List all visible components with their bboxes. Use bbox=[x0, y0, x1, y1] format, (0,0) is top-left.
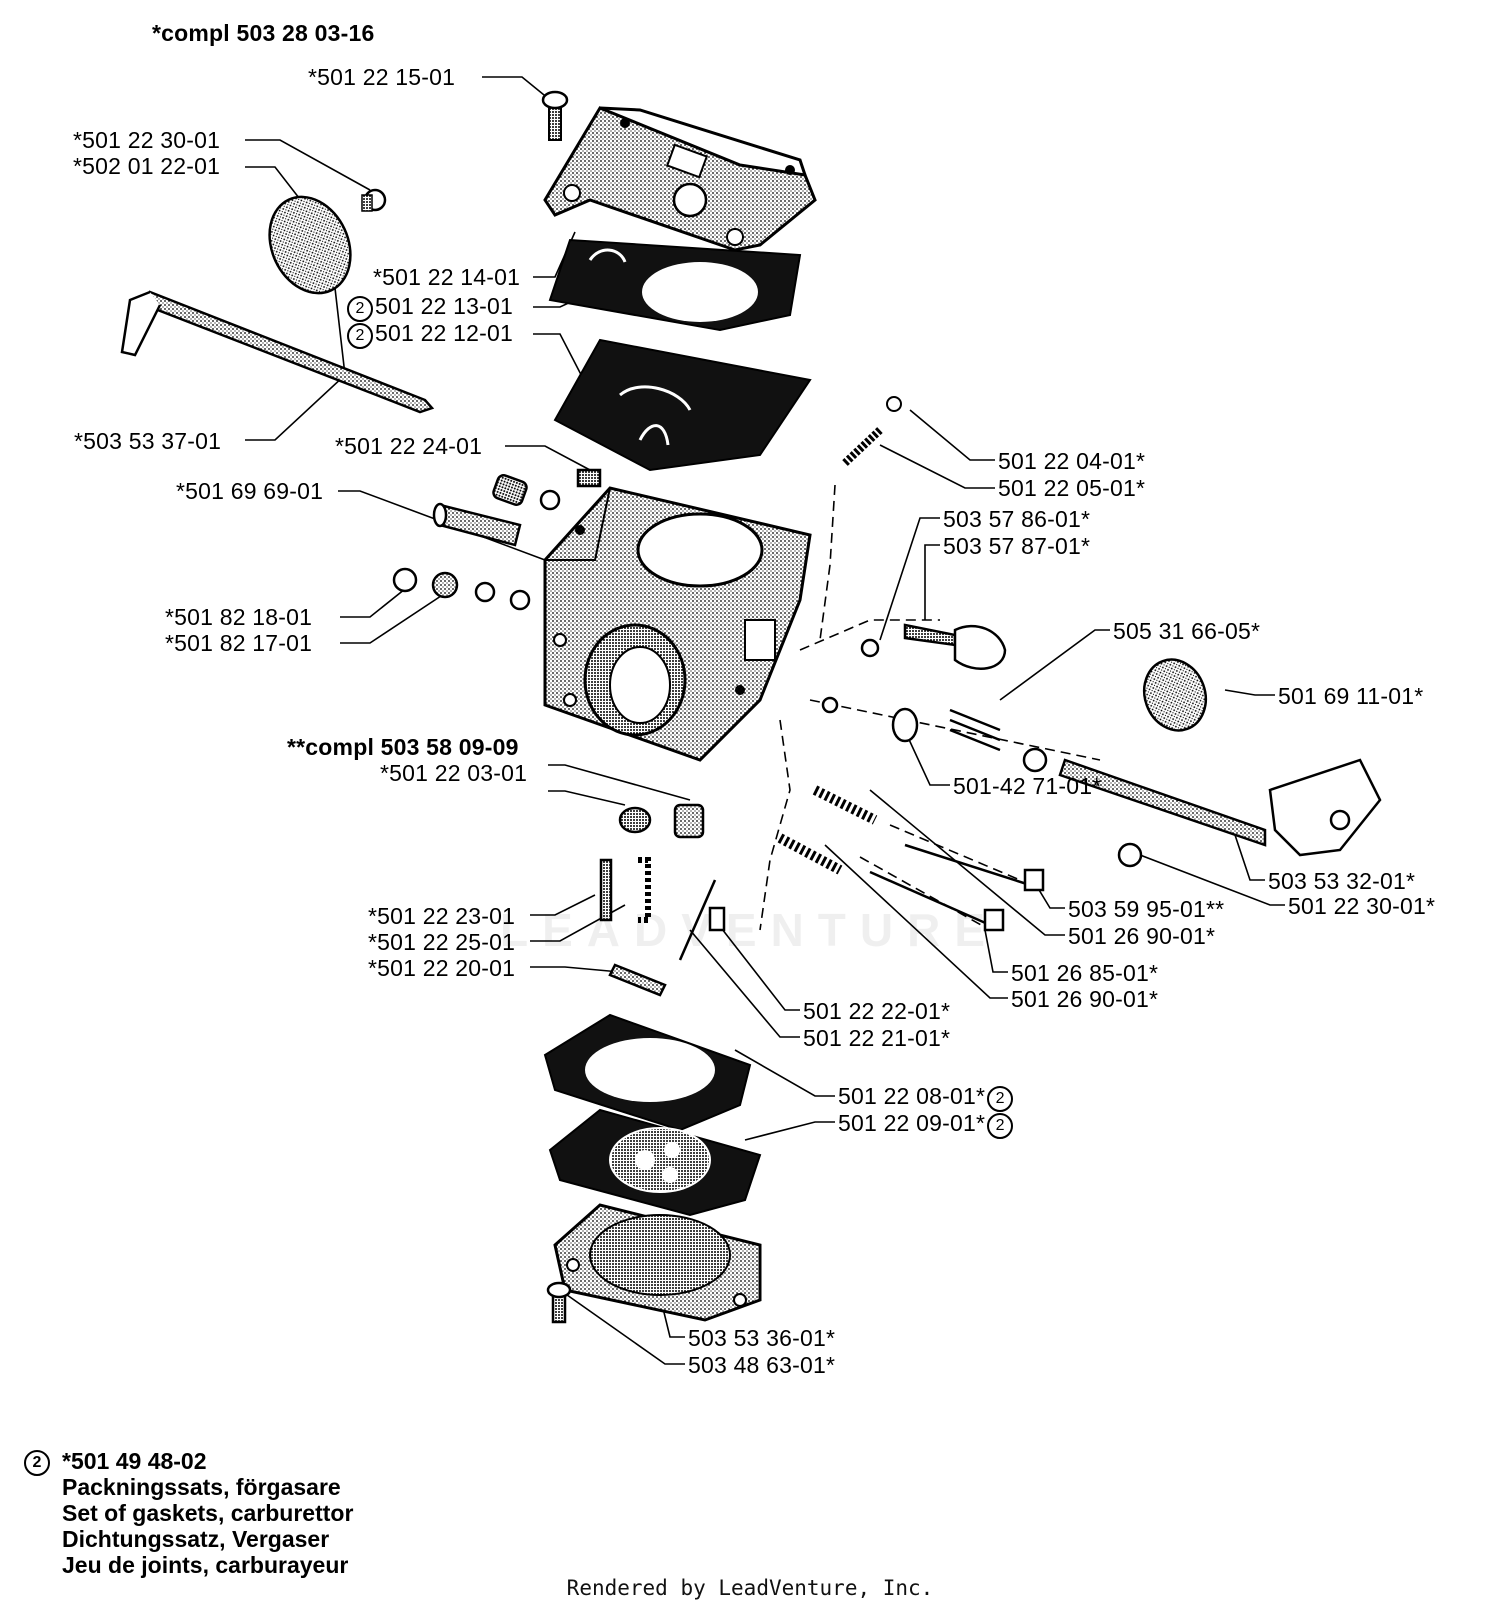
part-label: 505 31 66-05* bbox=[1113, 618, 1261, 644]
part-label: *503 53 37-01 bbox=[74, 428, 222, 454]
plug-nut-part bbox=[618, 803, 705, 839]
part-number: 501 22 13-01 bbox=[375, 293, 513, 319]
top-cover-part bbox=[543, 106, 817, 252]
part-label: *501 22 15-01 bbox=[308, 64, 456, 90]
gasket-marker-icon: 2 bbox=[347, 296, 373, 322]
watermark: LEADVENTURE bbox=[500, 904, 1000, 956]
assembly-guides bbox=[759, 484, 1101, 931]
legend-line: Packningssats, förgasare bbox=[62, 1474, 341, 1500]
part-label: *501 69 69-01 bbox=[176, 478, 324, 504]
part-label: *501 82 17-01 bbox=[165, 630, 313, 656]
leader-lines bbox=[245, 76, 1285, 1365]
part-label: *501 22 14-01 bbox=[373, 264, 521, 290]
needle-valve-parts bbox=[599, 857, 726, 997]
legend-line: Set of gaskets, carburettor bbox=[62, 1500, 354, 1526]
gasket-pump-part bbox=[543, 1013, 752, 1132]
nozzle-fittings-part bbox=[392, 468, 602, 611]
diaphragm-pump-part bbox=[548, 1108, 762, 1217]
carburetor-body-part bbox=[543, 486, 812, 762]
part-label: *501 22 30-01 bbox=[73, 127, 221, 153]
part-label: 501 69 11-01* bbox=[1278, 683, 1424, 709]
legend-part-number: *501 49 48-02 bbox=[62, 1448, 207, 1474]
gasket-lower-part bbox=[553, 338, 812, 472]
subassembly-title: **compl 503 58 09-09 bbox=[287, 734, 519, 760]
render-credit: Rendered by LeadVenture, Inc. bbox=[566, 1576, 934, 1600]
part-label: 503 57 87-01* bbox=[943, 533, 1091, 559]
part-label: 501 26 85-01* bbox=[1011, 960, 1159, 986]
part-label-with-marker: 501 22 09-01*2 bbox=[838, 1110, 1015, 1139]
gasket-marker-icon: 2 bbox=[987, 1086, 1014, 1112]
choke-plate-part bbox=[268, 188, 387, 295]
part-label: *501 22 24-01 bbox=[335, 433, 483, 459]
part-label: 501-42 71-01* bbox=[953, 773, 1102, 799]
part-label: 501 22 22-01* bbox=[803, 998, 951, 1024]
part-label-with-marker: 501 22 08-01*2 bbox=[838, 1083, 1015, 1112]
part-label: *501 22 20-01 bbox=[368, 955, 516, 981]
gasket-marker-icon: 2 bbox=[347, 323, 373, 349]
part-label: 501 22 04-01* bbox=[998, 448, 1146, 474]
part-label: *501 82 18-01 bbox=[165, 604, 313, 630]
part-label: 501 22 30-01* bbox=[1288, 893, 1436, 919]
part-label: 503 48 63-01* bbox=[688, 1352, 836, 1378]
part-label: 503 53 36-01* bbox=[688, 1325, 836, 1351]
gasket-marker-icon: 2 bbox=[24, 1450, 50, 1476]
part-label: 501 26 90-01* bbox=[1011, 986, 1159, 1012]
part-label: 501 26 90-01* bbox=[1068, 923, 1216, 949]
part-label: 503 59 95-01** bbox=[1068, 896, 1225, 922]
part-label: *501 22 03-01 bbox=[380, 760, 528, 786]
part-label: 503 53 32-01* bbox=[1268, 868, 1416, 894]
part-label: 503 57 86-01* bbox=[943, 506, 1091, 532]
mixture-needles-part bbox=[777, 785, 1045, 932]
gasket-marker-icon: 2 bbox=[987, 1113, 1014, 1139]
bottom-cover-part bbox=[553, 1203, 762, 1322]
throttle-shaft-part bbox=[821, 658, 1382, 868]
top-screw-part bbox=[541, 90, 569, 141]
part-label: *502 01 22-01 bbox=[73, 153, 221, 179]
part-label: 501 22 21-01* bbox=[803, 1025, 951, 1051]
assembly-title: *compl 503 28 03-16 bbox=[152, 20, 375, 46]
part-number: 501 22 12-01 bbox=[375, 320, 513, 346]
bottom-screw-part bbox=[546, 1281, 572, 1324]
inlet-spring-ball-part bbox=[842, 396, 902, 466]
part-label: 501 22 05-01* bbox=[998, 475, 1146, 501]
part-number: 501 22 08-01* bbox=[838, 1083, 986, 1109]
choke-shaft-part bbox=[120, 290, 435, 414]
part-label: *501 22 23-01 bbox=[368, 903, 516, 929]
part-label: *501 22 25-01 bbox=[368, 929, 516, 955]
gasket-set-legend: 2 *501 49 48-02 Packningssats, förgasare… bbox=[22, 1448, 353, 1578]
idle-screw-part bbox=[860, 623, 1007, 670]
gasket-upper-part bbox=[548, 238, 802, 332]
legend-line: Jeu de joints, carburayeur bbox=[62, 1552, 349, 1578]
part-number: 501 22 09-01* bbox=[838, 1110, 986, 1136]
legend-line: Dichtungssatz, Vergaser bbox=[62, 1526, 330, 1552]
